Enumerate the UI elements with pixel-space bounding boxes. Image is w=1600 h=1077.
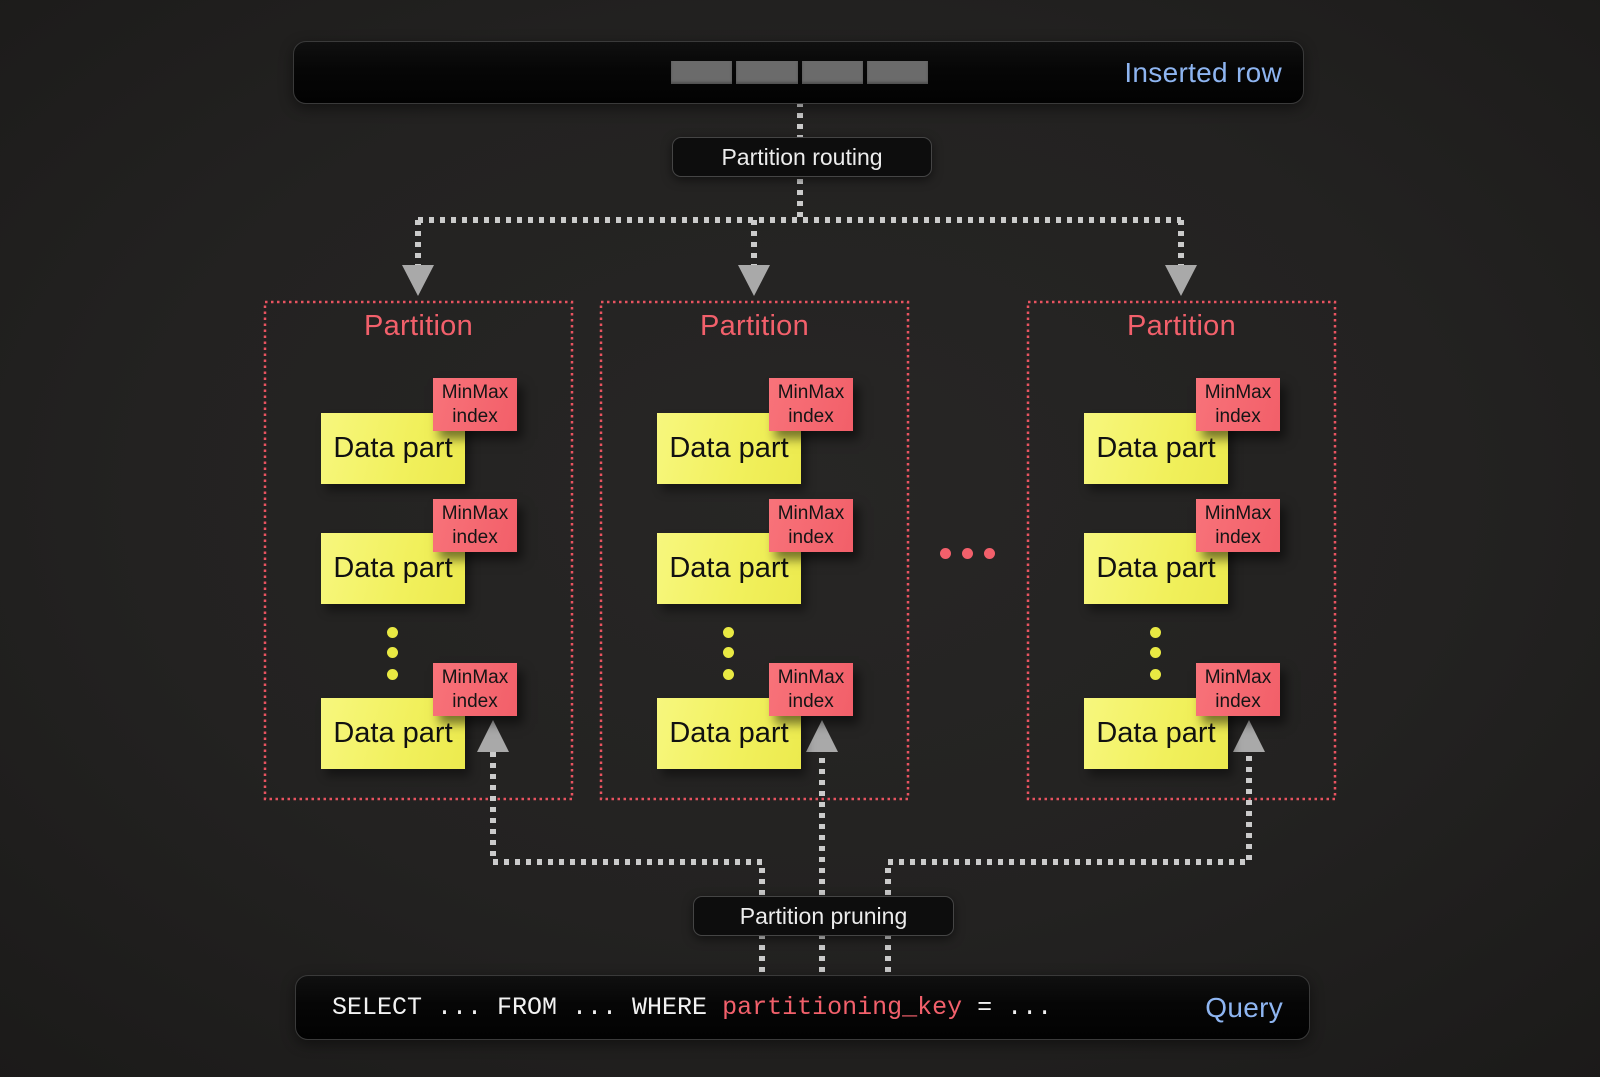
minmax-index-tag: MinMax index (1196, 499, 1280, 552)
query-label: Query (1205, 991, 1283, 1023)
arrow-up-icon (477, 720, 509, 752)
query-code: SELECT ... FROM ... WHERE partitioning_k… (332, 976, 1052, 1039)
ellipsis-dot (940, 548, 951, 559)
more-parts-dot (387, 669, 398, 680)
minmax-index-tag: MinMax index (433, 378, 517, 431)
partition-title: Partition (699, 310, 810, 342)
arrow-down-icon (402, 265, 434, 296)
arrow-down-icon (738, 265, 770, 296)
partition-box-1: Partition MinMax index Data part MinMax … (265, 302, 572, 799)
row-segment (736, 61, 798, 84)
inserted-row-panel: Inserted row (293, 41, 1304, 104)
more-parts-dot (387, 647, 398, 658)
partition-title: Partition (1126, 310, 1237, 342)
query-partitioning-key: partitioning_key (722, 993, 963, 1022)
minmax-index-tag: MinMax index (433, 663, 517, 716)
minmax-index-tag: MinMax index (1196, 378, 1280, 431)
partition-title: Partition (363, 310, 474, 342)
minmax-index-tag: MinMax index (769, 663, 853, 716)
ellipsis-dot (984, 548, 995, 559)
row-segment (801, 61, 863, 84)
row-segment (866, 61, 928, 84)
minmax-index-tag: MinMax index (769, 499, 853, 552)
partition-routing-label: Partition routing (672, 137, 932, 177)
query-equals-text: = ... (962, 993, 1053, 1022)
arrow-down-icon (1165, 265, 1197, 296)
data-part-box: Data part (321, 413, 465, 484)
arrow-up-icon (806, 720, 838, 752)
partition-pruning-label: Partition pruning (693, 896, 954, 936)
more-parts-dot (1150, 627, 1161, 638)
ellipsis-dot (962, 548, 973, 559)
more-parts-dot (723, 647, 734, 658)
row-segment (671, 61, 733, 84)
arrow-up-icon (1233, 720, 1265, 752)
minmax-index-tag: MinMax index (1196, 663, 1280, 716)
more-parts-dot (1150, 669, 1161, 680)
more-parts-dot (387, 627, 398, 638)
data-part-box: Data part (657, 698, 801, 769)
query-select-text: SELECT ... FROM ... WHERE (332, 993, 723, 1022)
more-parts-dot (723, 669, 734, 680)
minmax-index-tag: MinMax index (433, 499, 517, 552)
minmax-index-tag: MinMax index (769, 378, 853, 431)
data-part-box: Data part (1084, 413, 1228, 484)
more-parts-dot (723, 627, 734, 638)
partition-box-2: Partition MinMax index Data part MinMax … (601, 302, 908, 799)
row-segments (671, 61, 928, 84)
inserted-row-label: Inserted row (1124, 56, 1282, 88)
partition-box-3: Partition MinMax index Data part MinMax … (1028, 302, 1335, 799)
query-panel: SELECT ... FROM ... WHERE partitioning_k… (295, 975, 1310, 1040)
more-parts-dot (1150, 647, 1161, 658)
